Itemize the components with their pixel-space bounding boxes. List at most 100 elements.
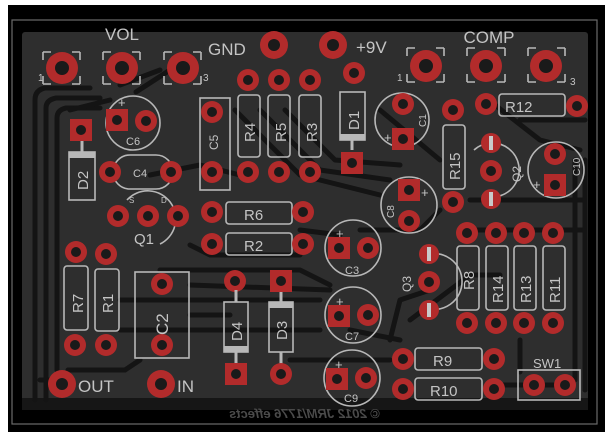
- r2-label: R2: [244, 238, 263, 255]
- diode-d1: D1: [339, 91, 366, 174]
- resistor-r11: R11: [542, 222, 566, 334]
- traces: [32, 67, 588, 403]
- comp-label: COMP: [464, 28, 515, 47]
- gnd-label: GND: [208, 40, 246, 59]
- capacitor-c7: + C7: [324, 286, 382, 344]
- c2-label: C2: [153, 313, 172, 335]
- r15-label: R15: [447, 152, 464, 180]
- q1-drain-label: D: [161, 196, 167, 205]
- resistor-r15: R15: [442, 99, 466, 213]
- c7-plus-mark: +: [336, 294, 344, 309]
- r10-label: R10: [430, 383, 458, 400]
- d4-label: D4: [229, 322, 246, 341]
- resistor-r8: R8: [456, 222, 480, 334]
- q1-label: Q1: [134, 231, 154, 248]
- r4-label: R4: [242, 123, 259, 142]
- transistor-q3: Q3: [400, 244, 463, 320]
- q2-label: Q2: [510, 166, 524, 182]
- capacitor-c9: + C9: [323, 349, 381, 407]
- comp-pad-1: [406, 47, 445, 83]
- resistor-r3: R3: [298, 69, 322, 183]
- vol-potentiometer: VOL 1 3: [38, 25, 209, 85]
- r3-label: R3: [304, 123, 321, 142]
- c6-plus-mark: +: [118, 95, 126, 110]
- r9-label: R9: [433, 353, 452, 370]
- resistor-r1: R1: [94, 243, 120, 356]
- d2-label: D2: [75, 171, 92, 190]
- r1-label: R1: [100, 294, 117, 313]
- c4-label: C4: [133, 168, 147, 180]
- diode-d4: D4: [223, 270, 249, 385]
- resistor-r7: R7: [63, 241, 89, 356]
- capacitor-c5: C5: [199, 97, 231, 191]
- vol-pin3-label: 3: [203, 73, 209, 84]
- r14-label: R14: [490, 275, 507, 303]
- out-label: OUT: [78, 377, 114, 396]
- switch-sw1: SW1: [517, 356, 581, 401]
- r8-label: R8: [461, 271, 478, 290]
- sw1-label: SW1: [533, 356, 561, 371]
- comp-pad-3: [527, 47, 566, 83]
- c7-label: C7: [345, 331, 359, 343]
- vol-pad-1: [42, 51, 81, 85]
- in-label: IN: [177, 377, 194, 396]
- vol-pad-2: [102, 51, 141, 85]
- input-jack: IN: [147, 370, 194, 398]
- r12-label: R12: [505, 99, 533, 116]
- capacitor-c8: + C8: [380, 176, 438, 234]
- d1-label: D1: [346, 111, 363, 130]
- power-9v-label: +9V: [356, 38, 387, 57]
- resistor-r4: R4: [237, 69, 261, 183]
- diode-d2: D2: [68, 119, 96, 201]
- r6-label: R6: [244, 207, 263, 224]
- copyright-text: © 2012 JRM/1776 effects: [229, 406, 380, 421]
- c8-label: C8: [386, 205, 397, 218]
- capacitor-c4: C4: [99, 154, 182, 190]
- c8-plus-mark: +: [421, 185, 429, 200]
- c6-label: C6: [126, 136, 140, 148]
- transistor-q1: S D Q1: [107, 190, 189, 248]
- r5-label: R5: [273, 123, 290, 142]
- comp-pad-2: [466, 47, 506, 83]
- d3-label: D3: [274, 321, 291, 340]
- transistor-q2: Q2: [473, 133, 524, 209]
- vol-pin1-label: 1: [38, 73, 44, 84]
- c9-label: C9: [344, 393, 358, 405]
- vol-label: VOL: [105, 25, 139, 44]
- c5-label: C5: [207, 134, 221, 150]
- diode-d3: D3: [268, 270, 294, 385]
- resistor-r9: R9: [392, 347, 505, 371]
- c1-plus-mark: +: [384, 130, 392, 145]
- resistor-r2: R2: [201, 232, 314, 256]
- resistor-r6: R6: [201, 201, 314, 225]
- vol-pad-3: [163, 51, 202, 85]
- r13-label: R13: [518, 275, 535, 303]
- comp-pin3-label: 3: [570, 77, 576, 88]
- resistor-r14: R14: [485, 222, 509, 334]
- power-9v-connector: +9V: [319, 31, 387, 84]
- capacitor-c6: + C6: [105, 95, 161, 151]
- q3-label: Q3: [400, 276, 414, 292]
- resistor-r13: R13: [513, 222, 537, 334]
- board-outline: [11, 19, 598, 425]
- capacitor-c10: + C10: [527, 141, 585, 199]
- bottom-edge-band: [22, 398, 588, 410]
- c3-plus-mark: +: [336, 226, 344, 241]
- resistor-r5: R5: [267, 69, 291, 183]
- resistor-r10: R10: [392, 377, 505, 401]
- comp-potentiometer: COMP 1 3: [397, 28, 576, 88]
- resistor-r12: R12: [475, 93, 588, 117]
- r7-label: R7: [70, 294, 87, 313]
- c10-label: C10: [572, 157, 583, 176]
- c10-plus-mark: +: [533, 177, 541, 192]
- c9-plus-mark: +: [335, 357, 343, 372]
- capacitor-c3: + C3: [324, 219, 382, 277]
- comp-pin1-label: 1: [397, 73, 403, 84]
- output-jack: OUT: [48, 370, 114, 398]
- r11-label: R11: [547, 277, 564, 303]
- c1-label: C1: [418, 114, 429, 127]
- c3-label: C3: [345, 265, 359, 277]
- capacitor-c2: C2: [134, 271, 190, 359]
- gnd-connector: GND: [208, 31, 288, 59]
